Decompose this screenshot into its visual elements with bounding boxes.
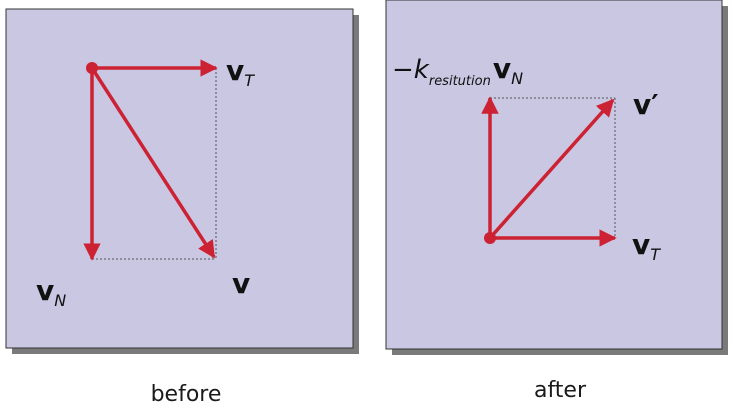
after-vT-label: vT [632,228,661,264]
before-origin-dot [86,62,98,74]
after-panel: −kresitutionvN v′ vT [385,0,728,355]
caption-before: before [150,382,222,407]
before-panel: vT vN v [5,8,359,354]
before-vN-label: vN [36,274,66,310]
after-vprime-arrow [488,98,615,240]
before-vT-label: vT [226,54,255,90]
after-restitution-label: −kresitutionvN [392,52,523,89]
after-panel-background [385,0,723,350]
caption-after: after [533,378,587,403]
before-v-label: v [232,267,250,300]
before-panel-background [5,8,354,349]
after-vprime-label: v′ [633,88,659,121]
before-v-arrow [90,67,216,259]
after-origin-dot [484,232,496,244]
